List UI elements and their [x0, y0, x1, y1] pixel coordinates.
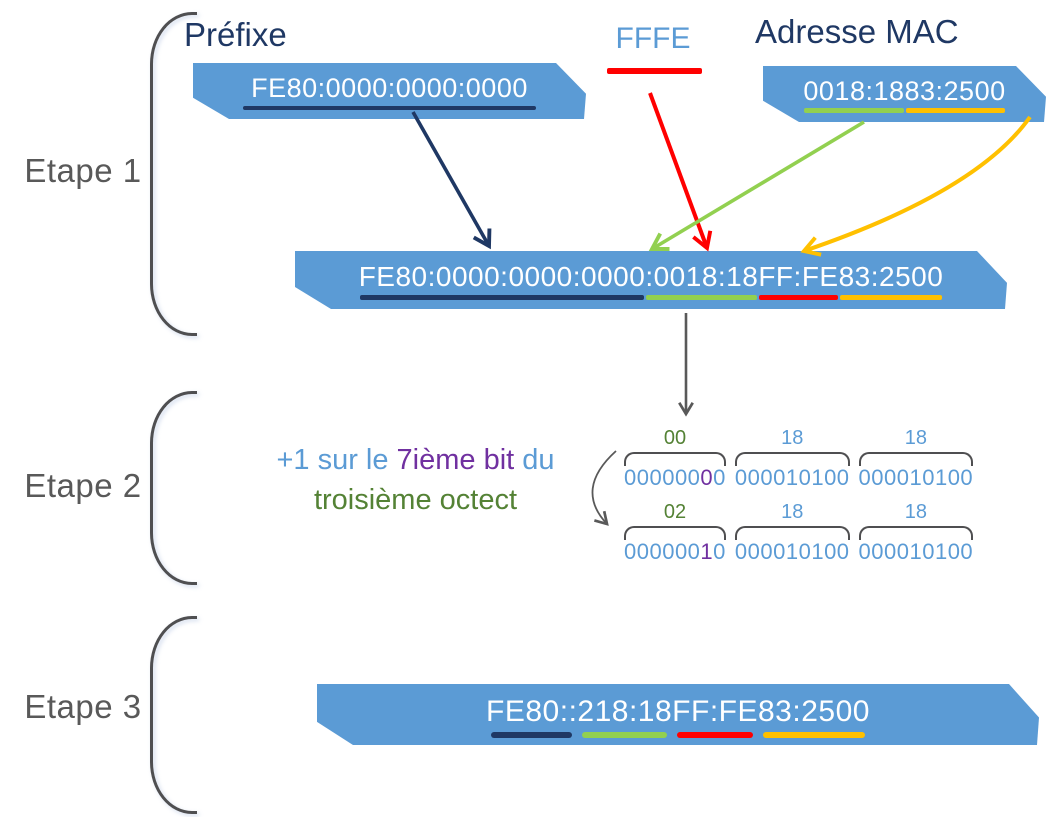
byte-bits: 000010100 [859, 465, 974, 491]
fffe-red-underline [607, 68, 702, 74]
text-run: 000010100 [858, 539, 974, 564]
address-segment: 83:2500 [758, 695, 870, 729]
byte-hex-label: 00 [663, 427, 687, 449]
address-segment: FF:FE [672, 695, 758, 729]
navy-underline [243, 106, 536, 110]
text-run: 000000 [624, 539, 701, 564]
overbrace [858, 452, 974, 466]
byte-hex-label: 18 [904, 501, 927, 523]
text-run: 000010100 [734, 539, 850, 564]
text-run: troisième octect [313, 484, 518, 516]
byte-group: 18 000010100 [858, 500, 974, 565]
overbrace [734, 526, 850, 540]
address-segment: 218:18 [577, 695, 672, 729]
text-run: +1 sur le [276, 444, 397, 476]
text-run: 0 [713, 465, 726, 490]
text-run: 000000 [624, 465, 701, 490]
nic-orange-arrow [800, 115, 1032, 257]
address-segment: :0018:18 [645, 261, 758, 293]
prefix-arrow [411, 111, 492, 250]
byte-bits: 000010100 [735, 539, 850, 565]
step3-bracket [150, 616, 197, 814]
oui-green-arrow [648, 120, 865, 251]
prefix-address: FE80:0000:0000:0000 [251, 73, 528, 110]
step1-label: Etape 1 [24, 152, 142, 189]
address-segment: FE80:: [486, 695, 577, 729]
binary-row-after: 02 00000010 18 000010100 18 000010100 [624, 500, 974, 565]
byte-bits: 000010100 [859, 539, 974, 565]
binary-row-before: 00 00000000 18 000010100 18 000010100 [624, 426, 974, 491]
step2-note: +1 sur le 7ième bit du troisième octect [243, 440, 588, 520]
byte-hex-label: 18 [781, 501, 804, 523]
text-run: 0 [713, 539, 726, 564]
mac-heading: Adresse MAC [755, 13, 959, 50]
flip-bit-curved-arrow [591, 450, 617, 526]
address-segment: FE80:0000:0000:0000 [251, 73, 528, 104]
navy-underline [360, 295, 645, 300]
step2-note-line2: troisième octect [243, 480, 588, 520]
red-underline [759, 295, 837, 300]
orange-underline [763, 732, 865, 738]
step2-note-line1: +1 sur le 7ième bit du [243, 440, 588, 480]
orange-underline [840, 295, 943, 300]
byte-hex-label: 18 [781, 427, 804, 449]
fffe-heading: FFFE [615, 22, 691, 55]
step2-bracket [150, 391, 197, 585]
step1-bracket [150, 12, 197, 336]
byte-group: 18 000010100 [858, 426, 974, 491]
green-underline [804, 108, 903, 113]
byte-hex-label: 18 [904, 427, 927, 449]
text-run: 000010100 [734, 465, 850, 490]
overbrace [624, 452, 726, 466]
overbrace [858, 526, 974, 540]
overbrace [624, 526, 726, 540]
green-underline [582, 732, 667, 738]
address-segment: 83:2500 [839, 261, 944, 293]
red-underline [677, 732, 753, 738]
byte-hex-label: 02 [663, 501, 687, 523]
byte-group: 18 000010100 [734, 426, 850, 491]
address-segment: 83:2500 [905, 76, 1006, 107]
byte-bits: 000010100 [735, 465, 850, 491]
byte-bits: 00000010 [624, 539, 726, 565]
text-run: 0 [700, 465, 714, 490]
byte-bits: 00000000 [624, 465, 726, 491]
address-segment: FE80:0000:0000:0000 [359, 261, 646, 293]
overbrace [734, 452, 850, 466]
byte-group: 02 00000010 [624, 500, 726, 565]
byte-group: 18 000010100 [734, 500, 850, 565]
address-segment: FF:FE [758, 261, 838, 293]
step2-label: Etape 2 [24, 467, 142, 504]
address-segment: 0018:18 [803, 76, 904, 107]
green-underline [646, 295, 757, 300]
step3-label: Etape 3 [24, 688, 142, 725]
prefix-banner: FE80:0000:0000:0000 [193, 63, 586, 119]
text-run: du [514, 444, 555, 476]
text-run: 7ième bit [396, 444, 515, 476]
text-run: 1 [700, 539, 714, 564]
navy-underline [491, 732, 572, 738]
prefix-heading: Préfixe [184, 16, 287, 53]
byte-group: 00 00000000 [624, 426, 726, 491]
text-run: 000010100 [858, 465, 974, 490]
fffe-arrow [648, 92, 713, 252]
orange-underline [906, 108, 1005, 113]
